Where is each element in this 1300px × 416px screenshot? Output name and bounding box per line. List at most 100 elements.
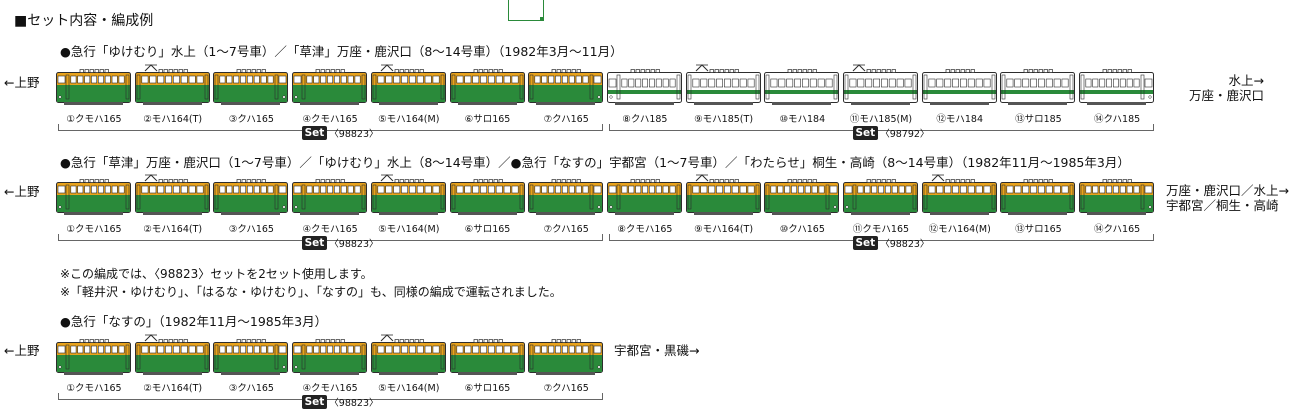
roof-vent <box>566 69 572 73</box>
car-window <box>97 345 104 354</box>
roof-vent <box>394 69 399 73</box>
train-car <box>606 69 682 105</box>
set-badge: Set <box>301 395 328 409</box>
car-window <box>669 185 676 194</box>
car-door <box>65 344 70 370</box>
car-window <box>226 75 233 84</box>
car-window <box>180 345 188 354</box>
car-stripe <box>922 90 996 94</box>
car-window <box>898 185 905 194</box>
car-window <box>377 75 385 84</box>
roof-vent <box>734 179 739 183</box>
car-window <box>424 345 432 354</box>
car-window <box>548 345 555 354</box>
car-door <box>451 184 455 210</box>
car-body <box>764 72 840 103</box>
car-door <box>825 184 830 210</box>
car-window <box>723 185 731 194</box>
roof-vent <box>409 179 414 183</box>
set-bracket <box>58 124 604 131</box>
roof-vent <box>488 69 493 73</box>
car-window <box>416 75 424 84</box>
car-window <box>226 185 233 194</box>
car-window <box>416 345 424 354</box>
car-label: ⑧クモハ165 <box>617 224 673 235</box>
car-lower-band <box>57 355 130 372</box>
roof-vent <box>247 339 252 343</box>
roof-vent <box>1044 179 1049 183</box>
car-window <box>936 78 943 88</box>
headlight <box>58 95 62 99</box>
roof-vent <box>252 339 257 343</box>
car-window <box>247 185 254 194</box>
car-door <box>301 344 306 370</box>
car-door <box>923 74 927 100</box>
train-car-drawing <box>764 69 840 105</box>
car-window <box>871 185 878 194</box>
car-window <box>731 185 739 194</box>
car-window <box>1113 78 1119 88</box>
roof-vent <box>571 179 577 183</box>
roof-vent <box>483 339 488 343</box>
car-window <box>408 75 416 84</box>
section-3-heading: ●急行「なすの」（1982年11月～1985年3月） <box>60 314 328 329</box>
car-window <box>164 75 172 84</box>
roof-vent <box>807 69 813 73</box>
train-car <box>370 334 446 375</box>
car-lower-band <box>1080 195 1154 212</box>
train-car <box>292 69 368 105</box>
car-label: ⑧クハ185 <box>622 114 668 125</box>
car-window <box>164 185 172 194</box>
frame-corner-handle <box>540 17 544 21</box>
roof-vent <box>970 69 975 73</box>
car-window <box>1092 78 1099 88</box>
roof-vent <box>1112 69 1117 73</box>
car-door <box>275 184 279 210</box>
car-door <box>440 344 445 370</box>
train-car <box>449 179 525 215</box>
car-window <box>334 185 340 194</box>
train-car <box>685 174 761 215</box>
car-door <box>136 74 140 100</box>
roof-vent <box>1024 179 1029 183</box>
car-window <box>354 345 361 354</box>
car-window <box>784 185 791 194</box>
car-window <box>77 185 84 194</box>
roof-vent <box>1112 179 1117 183</box>
car-lower-band <box>135 85 209 102</box>
car-window <box>149 345 156 354</box>
train-car-drawing <box>606 69 682 105</box>
roof-vent <box>640 69 645 73</box>
car-window <box>669 78 676 88</box>
car-window <box>818 78 825 88</box>
car-underfloor <box>772 212 832 215</box>
car-window <box>77 75 84 84</box>
car-window <box>495 345 503 354</box>
car-window <box>1030 78 1038 88</box>
car-window <box>393 75 400 84</box>
car-window <box>70 345 77 354</box>
car-label: ①クモハ165 <box>66 114 122 125</box>
car-window <box>141 345 149 354</box>
car-window <box>555 345 562 354</box>
car-label: ①クモハ165 <box>66 224 122 235</box>
car-window <box>975 185 983 194</box>
car-window <box>111 75 118 84</box>
car-window <box>692 78 699 88</box>
roof-vent <box>315 339 320 343</box>
car-window <box>715 185 723 194</box>
car-window <box>408 345 416 354</box>
car-window <box>84 75 91 84</box>
train-car-drawing <box>370 64 446 105</box>
roof-vent <box>478 69 483 73</box>
car-window <box>261 75 268 84</box>
roof-vent <box>724 69 729 73</box>
roof-vent <box>419 69 424 73</box>
car-window <box>731 78 739 88</box>
cab-window <box>279 185 287 194</box>
car-lower-band <box>214 355 288 372</box>
car-label: ④クモハ165 <box>302 114 358 125</box>
roof-vent <box>237 339 242 343</box>
car-window <box>1006 185 1014 194</box>
set-number: 〈98823〉 <box>329 398 379 409</box>
